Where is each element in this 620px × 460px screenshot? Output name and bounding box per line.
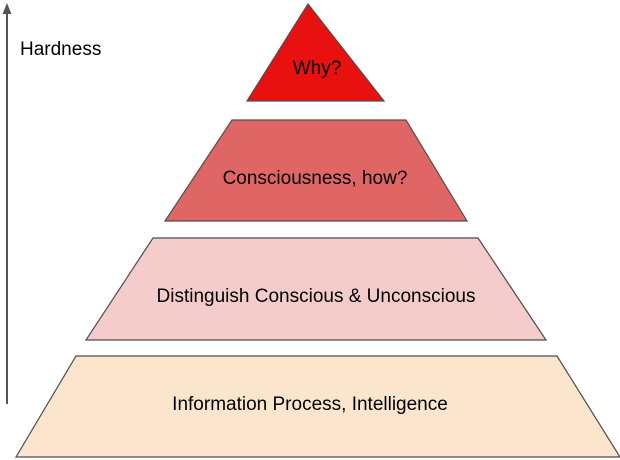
tier-label: Distinguish Conscious & Unconscious	[157, 286, 476, 307]
pyramid-tier-why: Why?	[245, 2, 386, 102]
pyramid-tier-consciousness-how: Consciousness, how?	[163, 119, 469, 222]
hardness-axis-label: Hardness	[20, 39, 101, 60]
tier-shape	[163, 119, 469, 222]
pyramid-tier-distinguish: Distinguish Conscious & Unconscious	[84, 237, 548, 341]
tier-label: Information Process, Intelligence	[172, 394, 448, 415]
tier-shape	[14, 355, 620, 458]
tier-label: Consciousness, how?	[223, 168, 408, 189]
tier-shape	[84, 237, 548, 341]
tier-shape	[245, 2, 386, 102]
pyramid-tier-information-process: Information Process, Intelligence	[14, 355, 620, 458]
tier-label: Why?	[293, 58, 342, 79]
hardness-axis: Hardness	[2, 3, 101, 404]
hardness-arrow-head	[2, 3, 12, 14]
